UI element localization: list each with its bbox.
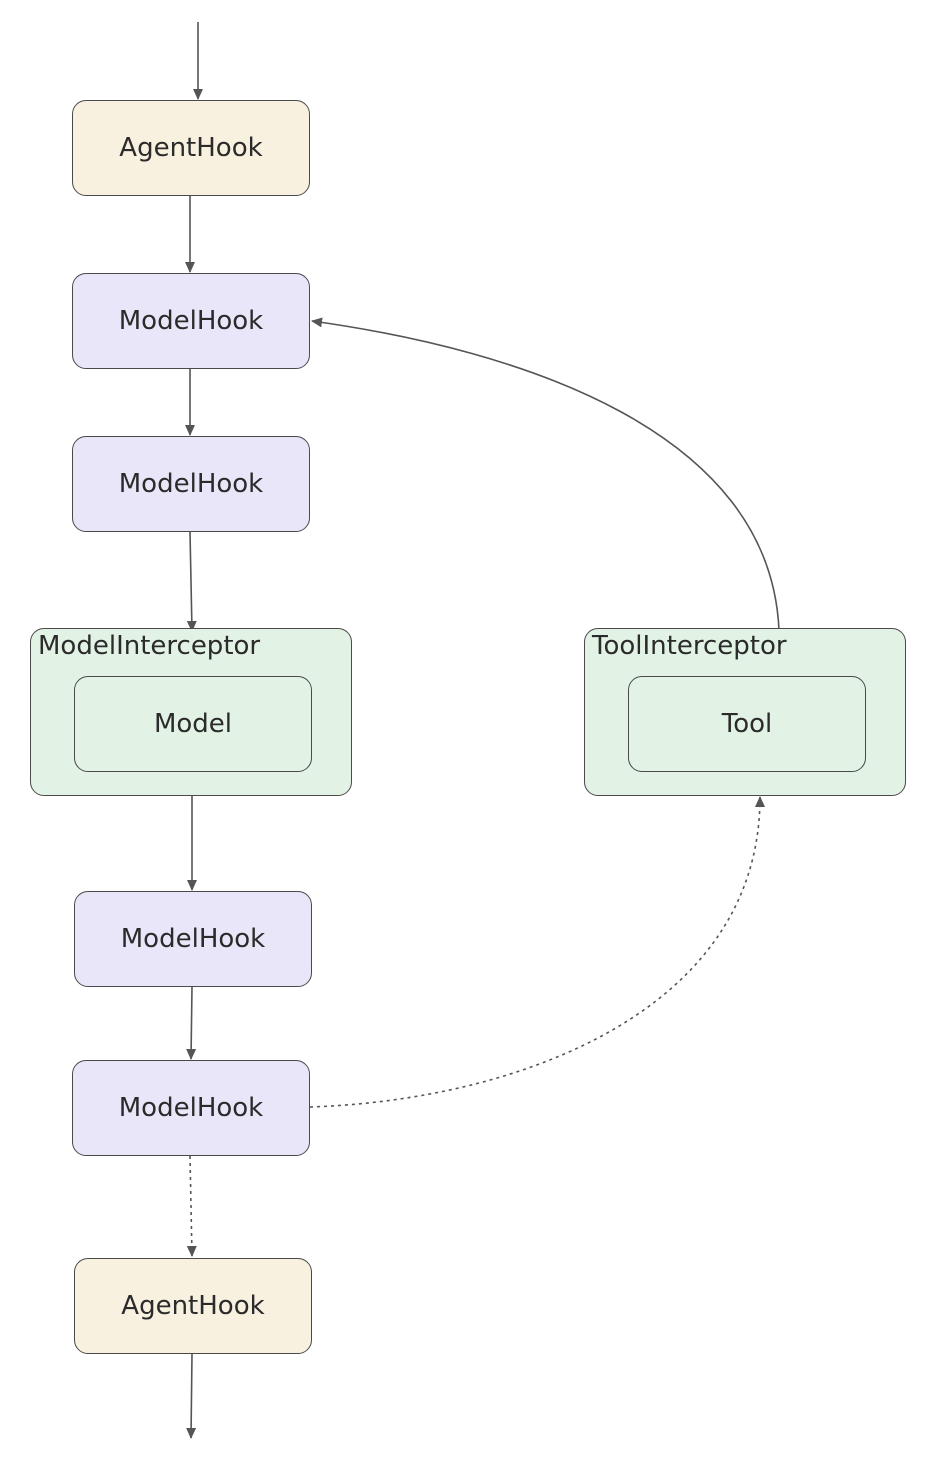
edge-model-hook-4-to-tool-interceptor [309, 796, 765, 1108]
model-label: Model [153, 709, 233, 739]
tool-node: Tool [628, 676, 866, 772]
model-hook-node-1: ModelHook [72, 273, 310, 369]
edge-model-hook-4-to-agent-hook-bottom [186, 1155, 197, 1257]
model-hook-1-label: ModelHook [118, 306, 264, 336]
model-interceptor-group: ModelInterceptor Model [30, 628, 352, 796]
edge-model-hook-2-to-model-interceptor [186, 531, 197, 632]
model-hook-node-4: ModelHook [72, 1060, 310, 1156]
model-hook-node-2: ModelHook [72, 436, 310, 532]
agent-hook-bottom-node: AgentHook [74, 1258, 312, 1354]
model-hook-node-3: ModelHook [74, 891, 312, 987]
edge-tool-interceptor-to-model-hook-1 [311, 317, 780, 631]
model-interceptor-label: ModelInterceptor [38, 631, 261, 661]
tool-label: Tool [721, 709, 773, 739]
tool-interceptor-label: ToolInterceptor [592, 631, 787, 661]
model-node: Model [74, 676, 312, 772]
agent-hook-top-node: AgentHook [72, 100, 310, 196]
tool-interceptor-group: ToolInterceptor Tool [584, 628, 906, 796]
agent-hook-top-label: AgentHook [119, 133, 263, 163]
edge-model-hook-3-to-model-hook-4 [186, 986, 197, 1060]
model-hook-3-label: ModelHook [120, 924, 266, 954]
edge-agent-hook-to-exit [186, 1353, 197, 1439]
model-hook-2-label: ModelHook [118, 469, 264, 499]
agent-hook-bottom-label: AgentHook [121, 1291, 265, 1321]
model-hook-4-label: ModelHook [118, 1093, 264, 1123]
